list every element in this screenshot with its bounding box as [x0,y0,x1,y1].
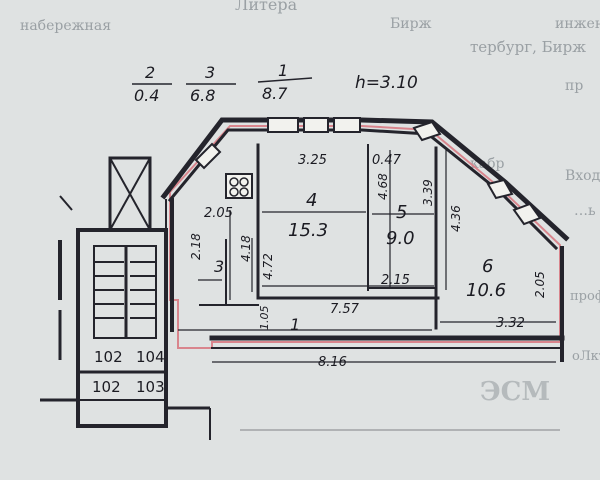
staircase [76,156,168,428]
dim-7-57: 7.57 [330,302,360,317]
bg-text-6: Вход [565,168,600,184]
windows [194,117,542,226]
fraction-1-top: 2 [145,63,155,82]
room-4-number: 4 [306,190,317,211]
stove-icon [225,173,253,199]
fraction-2-top: 3 [205,63,215,82]
apartment-labels: 102 104 102 103 [92,348,165,396]
room-5-area: 9.0 [386,228,415,249]
dim-4-68: 4.68 [376,173,390,200]
background-text: Литера набережная Бирж инжене кабр Вход … [20,0,600,407]
ceiling-height: h=3.10 [355,73,418,93]
dim-0-47: 0.47 [372,153,402,168]
room-labels: 4 15.3 5 9.0 6 10.6 3 1 [214,190,506,334]
dimension-lines [178,150,556,363]
room-3-number: 3 [214,257,224,276]
room-1-number: 1 [290,315,300,334]
bg-text-12: ЭСМ [480,377,550,407]
bg-text-3: Бирж [390,16,432,32]
dim-2-05-right: 2.05 [533,271,547,298]
dim-2-05: 2.05 [204,206,233,221]
room-4-area: 15.3 [288,220,328,241]
bg-text-10: оЛкт [572,349,600,364]
fraction-2-bottom: 6.8 [190,86,215,105]
dim-2-15: 2.15 [381,273,410,288]
dim-3-39: 3.39 [421,179,435,206]
apartment-103: 103 [136,378,165,396]
dim-3-25: 3.25 [298,153,327,168]
bg-text-9: пр [565,78,583,94]
fraction-1-bottom: 0.4 [134,86,159,105]
fraction-3-bottom: 8.7 [262,84,288,103]
apartment-102-lower: 102 [92,378,121,396]
dim-3-32: 3.32 [496,316,525,331]
bg-text-4: инжене [555,16,600,32]
dim-4-36: 4.36 [449,205,463,232]
dim-1-05: 1.05 [258,306,271,331]
bg-text-7: …ь [574,203,596,219]
dim-4-18: 4.18 [239,235,253,262]
room-6-number: 6 [482,256,493,277]
apartment-102-upper: 102 [94,348,123,366]
bg-text-11: проф [570,289,600,304]
adjacent-walls [40,195,560,440]
apartment-104: 104 [136,348,165,366]
dim-2-18: 2.18 [189,233,203,260]
header: 2 0.4 3 6.8 1 8.7 h=3.10 [132,61,418,105]
dimension-labels: 3.25 0.47 4.68 3.39 4.36 2.05 2.18 4.18 … [189,153,547,370]
room-6-area: 10.6 [466,280,506,301]
bg-text-1: Литера [235,0,298,14]
bg-text-8: тербург, Бирж [470,38,586,56]
fraction-3-top: 1 [278,61,288,80]
walls [160,117,570,362]
dim-4-72: 4.72 [261,253,275,280]
dim-8-16: 8.16 [318,355,347,370]
room-5-number: 5 [396,202,407,223]
bg-text-2: набережная [20,18,111,34]
